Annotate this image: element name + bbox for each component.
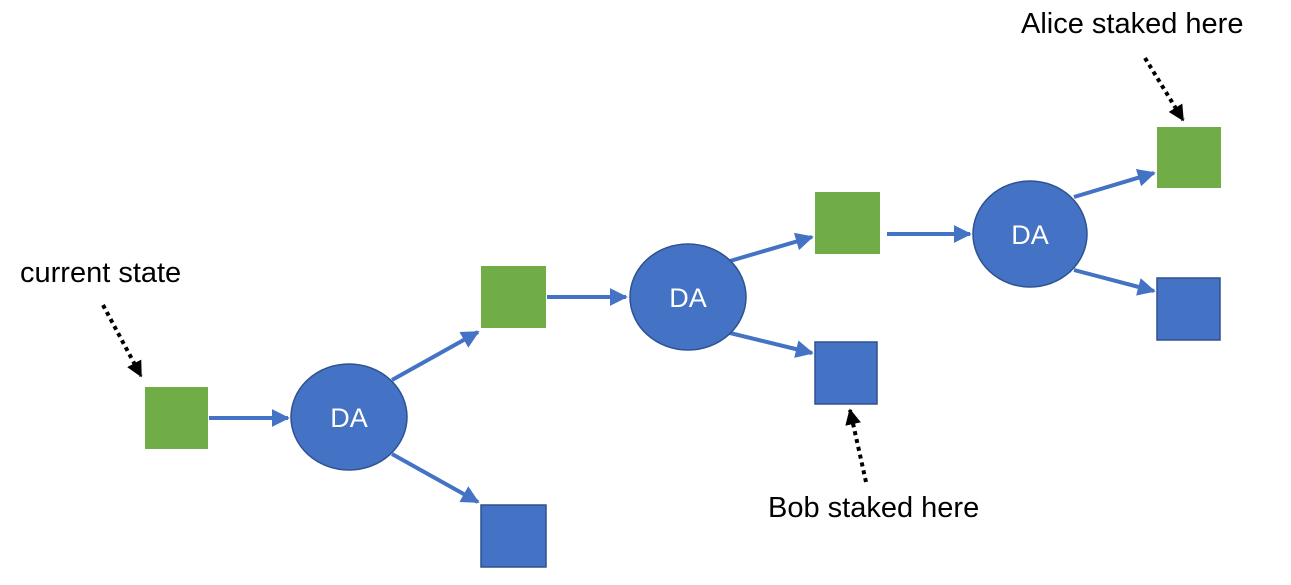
- pointer-alice: [1143, 56, 1185, 122]
- alice-state-node: [1157, 127, 1221, 188]
- state-node-blue-1: [480, 504, 547, 568]
- pointer-bob: [845, 408, 868, 483]
- bob-state-node: [814, 341, 878, 405]
- current-state-label: current state: [20, 257, 181, 289]
- da-nodes: DA DA DA: [290, 180, 1088, 471]
- alice-staked-label: Alice staked here: [1021, 8, 1243, 40]
- da-node-1: DA: [290, 363, 408, 471]
- arrow-da2-to-blue: [729, 331, 814, 358]
- state-nodes: [145, 127, 1221, 568]
- arrow-da3-to-blue: [1073, 268, 1156, 296]
- arrow-da2-to-green: [729, 232, 814, 263]
- state-node-blue-3: [1156, 277, 1221, 341]
- connector-arrows: [209, 169, 1156, 504]
- bob-staked-label: Bob staked here: [768, 492, 979, 524]
- arrow-da1-to-green: [391, 330, 480, 382]
- arrow-da1-to-blue: [391, 452, 480, 504]
- pointer-current-state: [101, 304, 143, 378]
- state-node-green-2: [815, 192, 880, 254]
- current-state-node: [145, 387, 208, 449]
- arrow-da3-to-green: [1073, 169, 1156, 199]
- da-node-3: DA: [972, 180, 1088, 288]
- da-node-1-label: DA: [330, 403, 368, 433]
- pointer-arrows: [101, 56, 1185, 483]
- state-node-green-1: [481, 266, 546, 328]
- da-node-2-label: DA: [669, 283, 707, 313]
- da-node-2: DA: [629, 243, 747, 351]
- da-node-3-label: DA: [1011, 220, 1049, 250]
